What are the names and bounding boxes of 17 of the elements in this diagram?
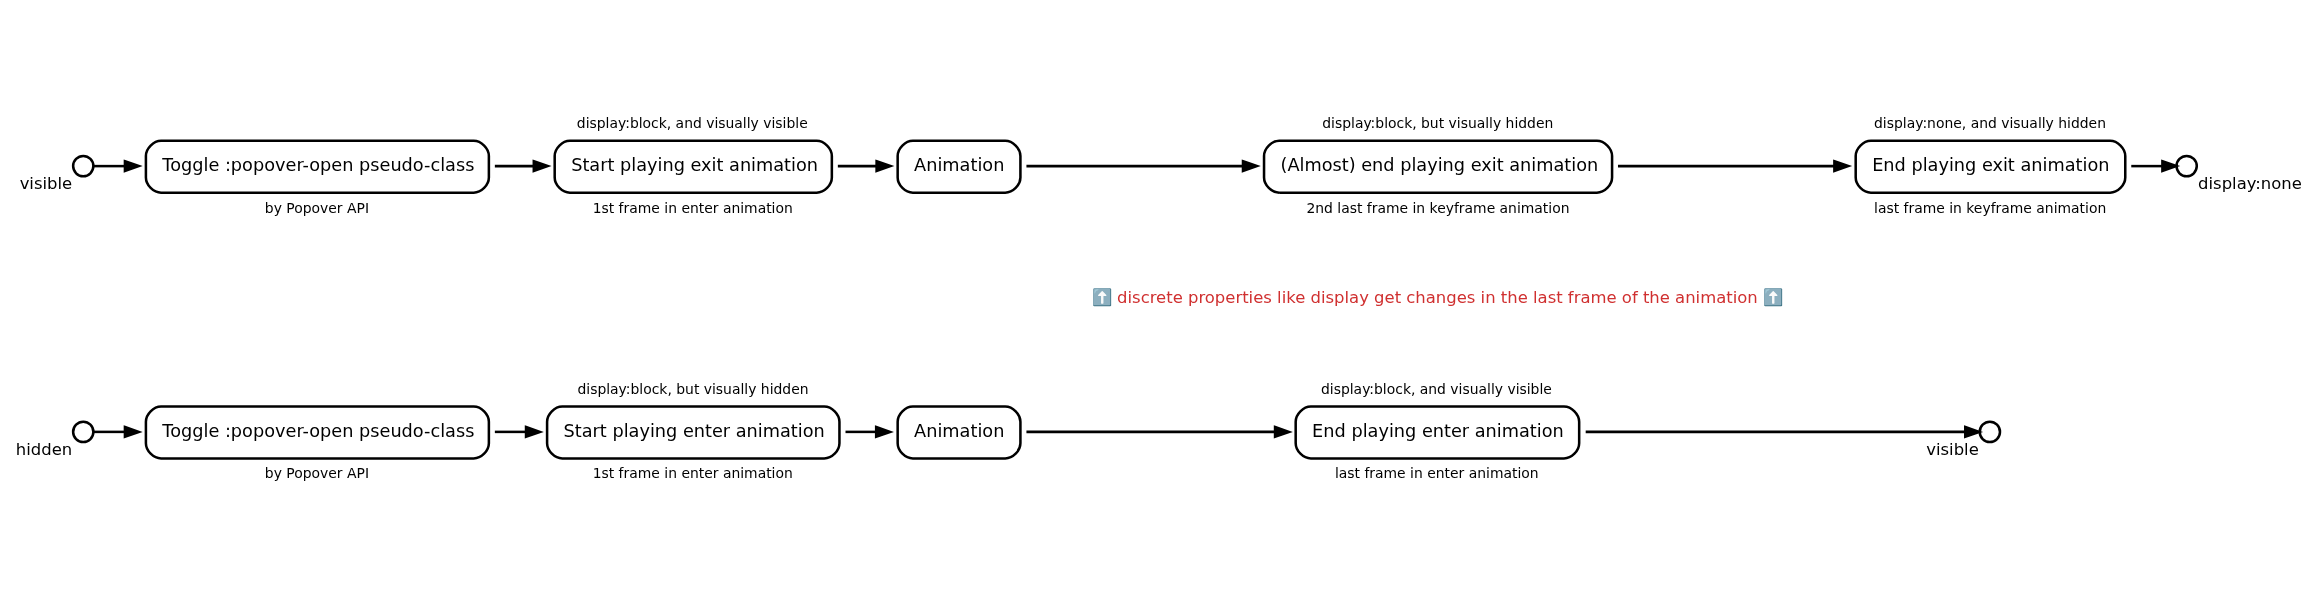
label: ⬆ discrete properties like display get changes in the last frame of the animation ⬆ (1091, 288, 1783, 308)
node-label: 1st frame in enter animation (592, 199, 793, 216)
node-label: by Popover API (264, 465, 370, 482)
node-label: visible (1926, 440, 1979, 460)
node-label: display:block, and visually visible (576, 114, 808, 131)
node-label: by Popover API (264, 199, 370, 216)
node-label: display:block, but visually hidden (1322, 114, 1554, 131)
node-label: 1st frame in enter animation (592, 465, 793, 482)
node-label: 2nd last frame in keyframe animation (1306, 199, 1570, 216)
node-label: display:none (2198, 174, 2302, 194)
node-label: display:block, but visually hidden (577, 380, 809, 397)
node-label: last frame in enter animation (1334, 465, 1539, 482)
node-label: display:none, and visually hidden (1874, 114, 2106, 131)
node-label: display:block, and visually visible (1320, 380, 1552, 397)
node-label: visible (19, 174, 73, 194)
node-label: hidden (15, 440, 73, 460)
node-label: last frame in keyframe animation (1874, 199, 2107, 216)
